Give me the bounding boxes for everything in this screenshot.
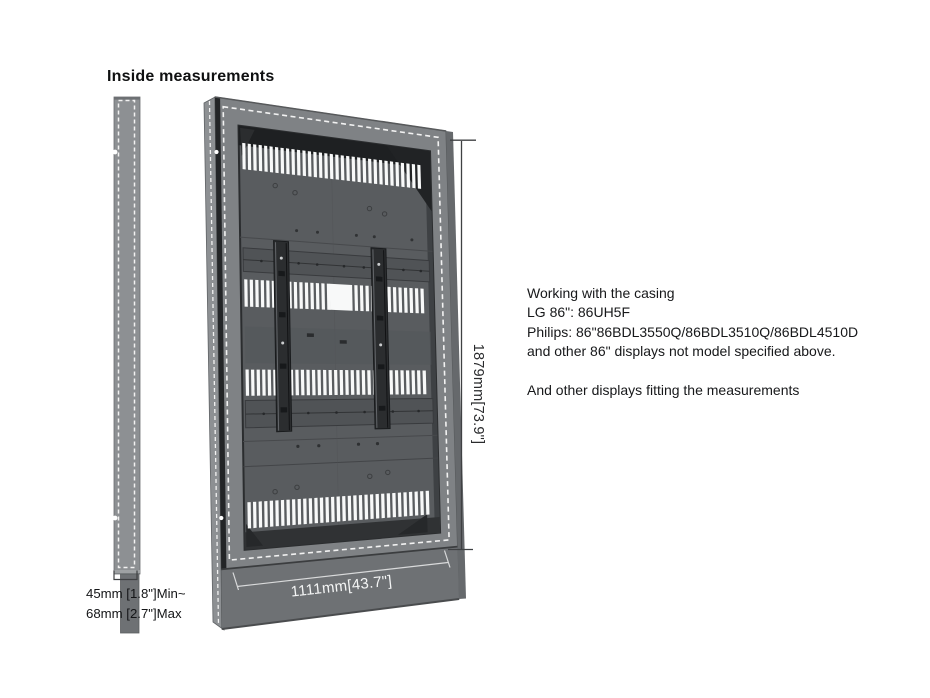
compat-line-spacer bbox=[527, 362, 858, 381]
side-mount-stem bbox=[120, 573, 140, 634]
width-dimension-right-tick bbox=[443, 550, 451, 568]
casing-back-view bbox=[203, 96, 466, 631]
side-notch-upper bbox=[112, 149, 118, 155]
compat-line: And other displays fitting the measureme… bbox=[527, 382, 800, 399]
width-dimension-line bbox=[236, 561, 449, 588]
side-gasket-dashes bbox=[117, 99, 136, 569]
depth-dimension-bracket bbox=[113, 570, 138, 581]
depth-min-label: 45mm [1.8"]Min~ bbox=[86, 586, 186, 601]
side-column-top-cap bbox=[114, 97, 140, 100]
compatibility-text: Working with the casing LG 86": 86UH5F P… bbox=[527, 284, 858, 400]
side-column-bottom-cap bbox=[114, 570, 140, 573]
side-notch-lower bbox=[112, 515, 118, 521]
compat-line: LG 86": 86UH5F bbox=[527, 304, 631, 321]
page-title: Inside measurements bbox=[107, 68, 275, 85]
width-dimension-left-tick bbox=[232, 572, 240, 591]
compat-line: and other 86" displays not model specifi… bbox=[527, 343, 836, 360]
depth-dimension-labels: 45mm [1.8"]Min~ 68mm [2.7"]Max bbox=[86, 584, 186, 624]
depth-max-label: 68mm [2.7"]Max bbox=[86, 606, 182, 621]
casing-side-view bbox=[112, 96, 141, 634]
compat-line: Philips: 86"86BDL3550Q/86BDL3510Q/86BDL4… bbox=[527, 323, 859, 340]
height-dimension: 1879mm[73.9"] bbox=[448, 139, 486, 551]
compat-line: Working with the casing bbox=[527, 285, 675, 301]
height-dimension-label: 1879mm[73.9"] bbox=[470, 344, 486, 444]
